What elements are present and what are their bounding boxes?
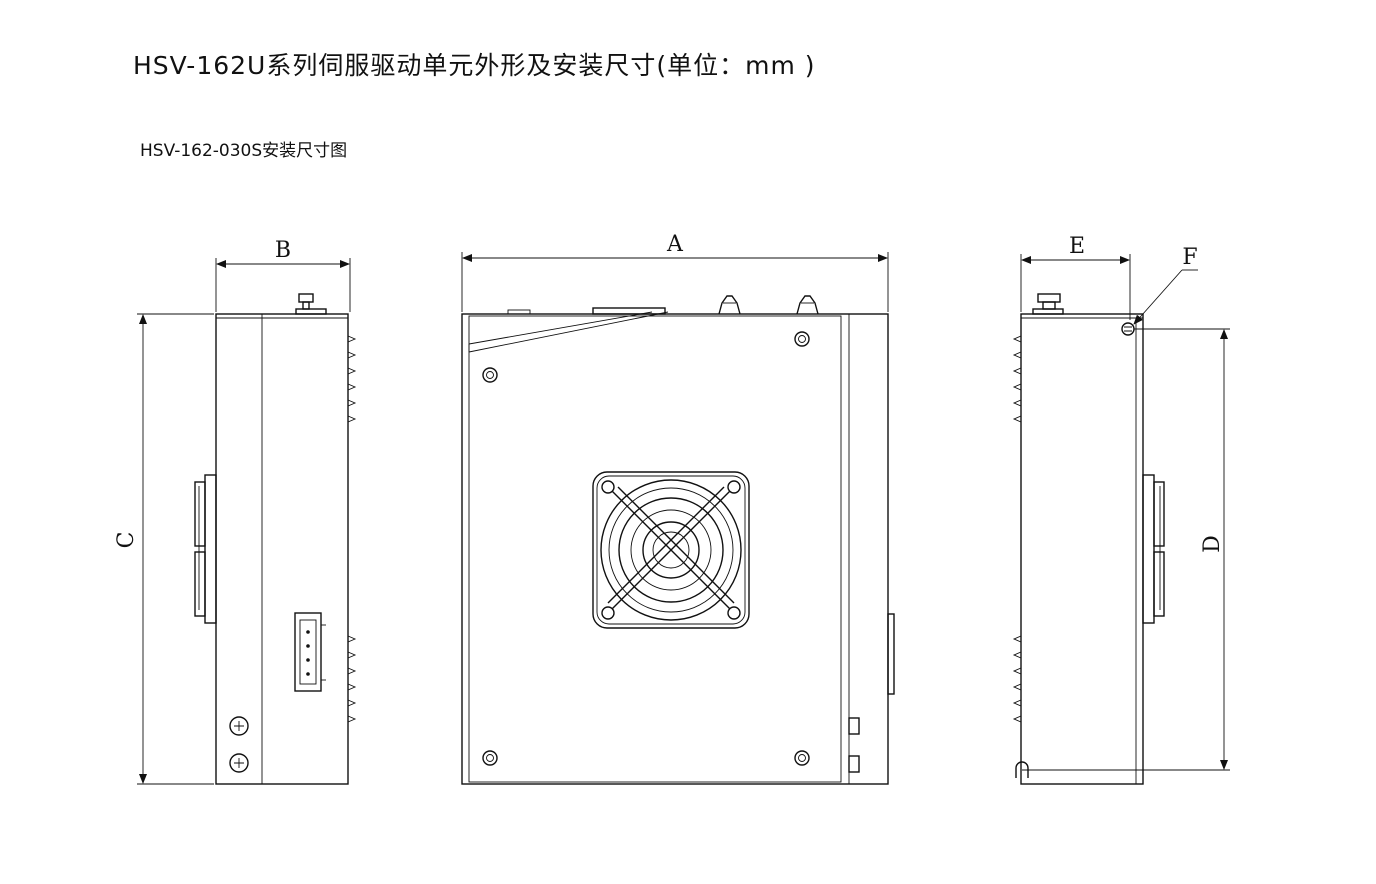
mounting-bracket	[194, 474, 217, 624]
top-latch-left	[718, 295, 741, 315]
terminal-block	[294, 612, 326, 692]
page-title: HSV-162U系列伺服驱动单元外形及安装尺寸(单位：mm )	[133, 51, 816, 80]
mounting-hole-top-left	[482, 367, 498, 383]
mounting-slot-bottom	[1015, 761, 1029, 778]
heatsink-fins-right-lower	[1012, 635, 1022, 723]
fan-icon	[592, 471, 750, 629]
heatsink-fins-right-upper	[1012, 335, 1022, 423]
mounting-hole-bottom-left	[482, 750, 498, 766]
dimension-c: C	[114, 313, 214, 785]
dimension-label-b: B	[275, 238, 291, 263]
heatsink-fins-upper	[347, 335, 357, 423]
front-view: A	[461, 232, 895, 785]
dimension-label-f: F	[1182, 245, 1197, 270]
mounting-bracket-right	[1142, 474, 1165, 624]
dimension-e: E	[1020, 234, 1131, 320]
top-latch-right	[796, 295, 819, 315]
ground-screw-upper	[229, 716, 249, 736]
heatsink-fins-lower	[347, 635, 357, 723]
dimension-d: D	[1022, 328, 1230, 771]
dimension-label-e: E	[1069, 234, 1085, 259]
top-connector-right	[1032, 293, 1064, 315]
top-connector	[295, 293, 327, 315]
dimension-label-d: D	[1200, 535, 1225, 553]
drawing-subtitle: HSV-162-030S安装尺寸图	[140, 141, 348, 161]
dimension-label-a: A	[666, 232, 684, 257]
mounting-hole-f	[1121, 322, 1135, 336]
side-view-left: B C	[114, 238, 357, 785]
mounting-hole-bottom-right	[794, 750, 810, 766]
leader-f: F	[1133, 245, 1198, 325]
ground-screw-lower	[229, 753, 249, 773]
dimension-b: B	[215, 238, 351, 312]
dimension-label-c: C	[114, 532, 139, 549]
side-view-right: E F D	[1012, 234, 1230, 785]
mounting-hole-top-right	[794, 331, 810, 347]
dimension-a: A	[461, 232, 889, 312]
